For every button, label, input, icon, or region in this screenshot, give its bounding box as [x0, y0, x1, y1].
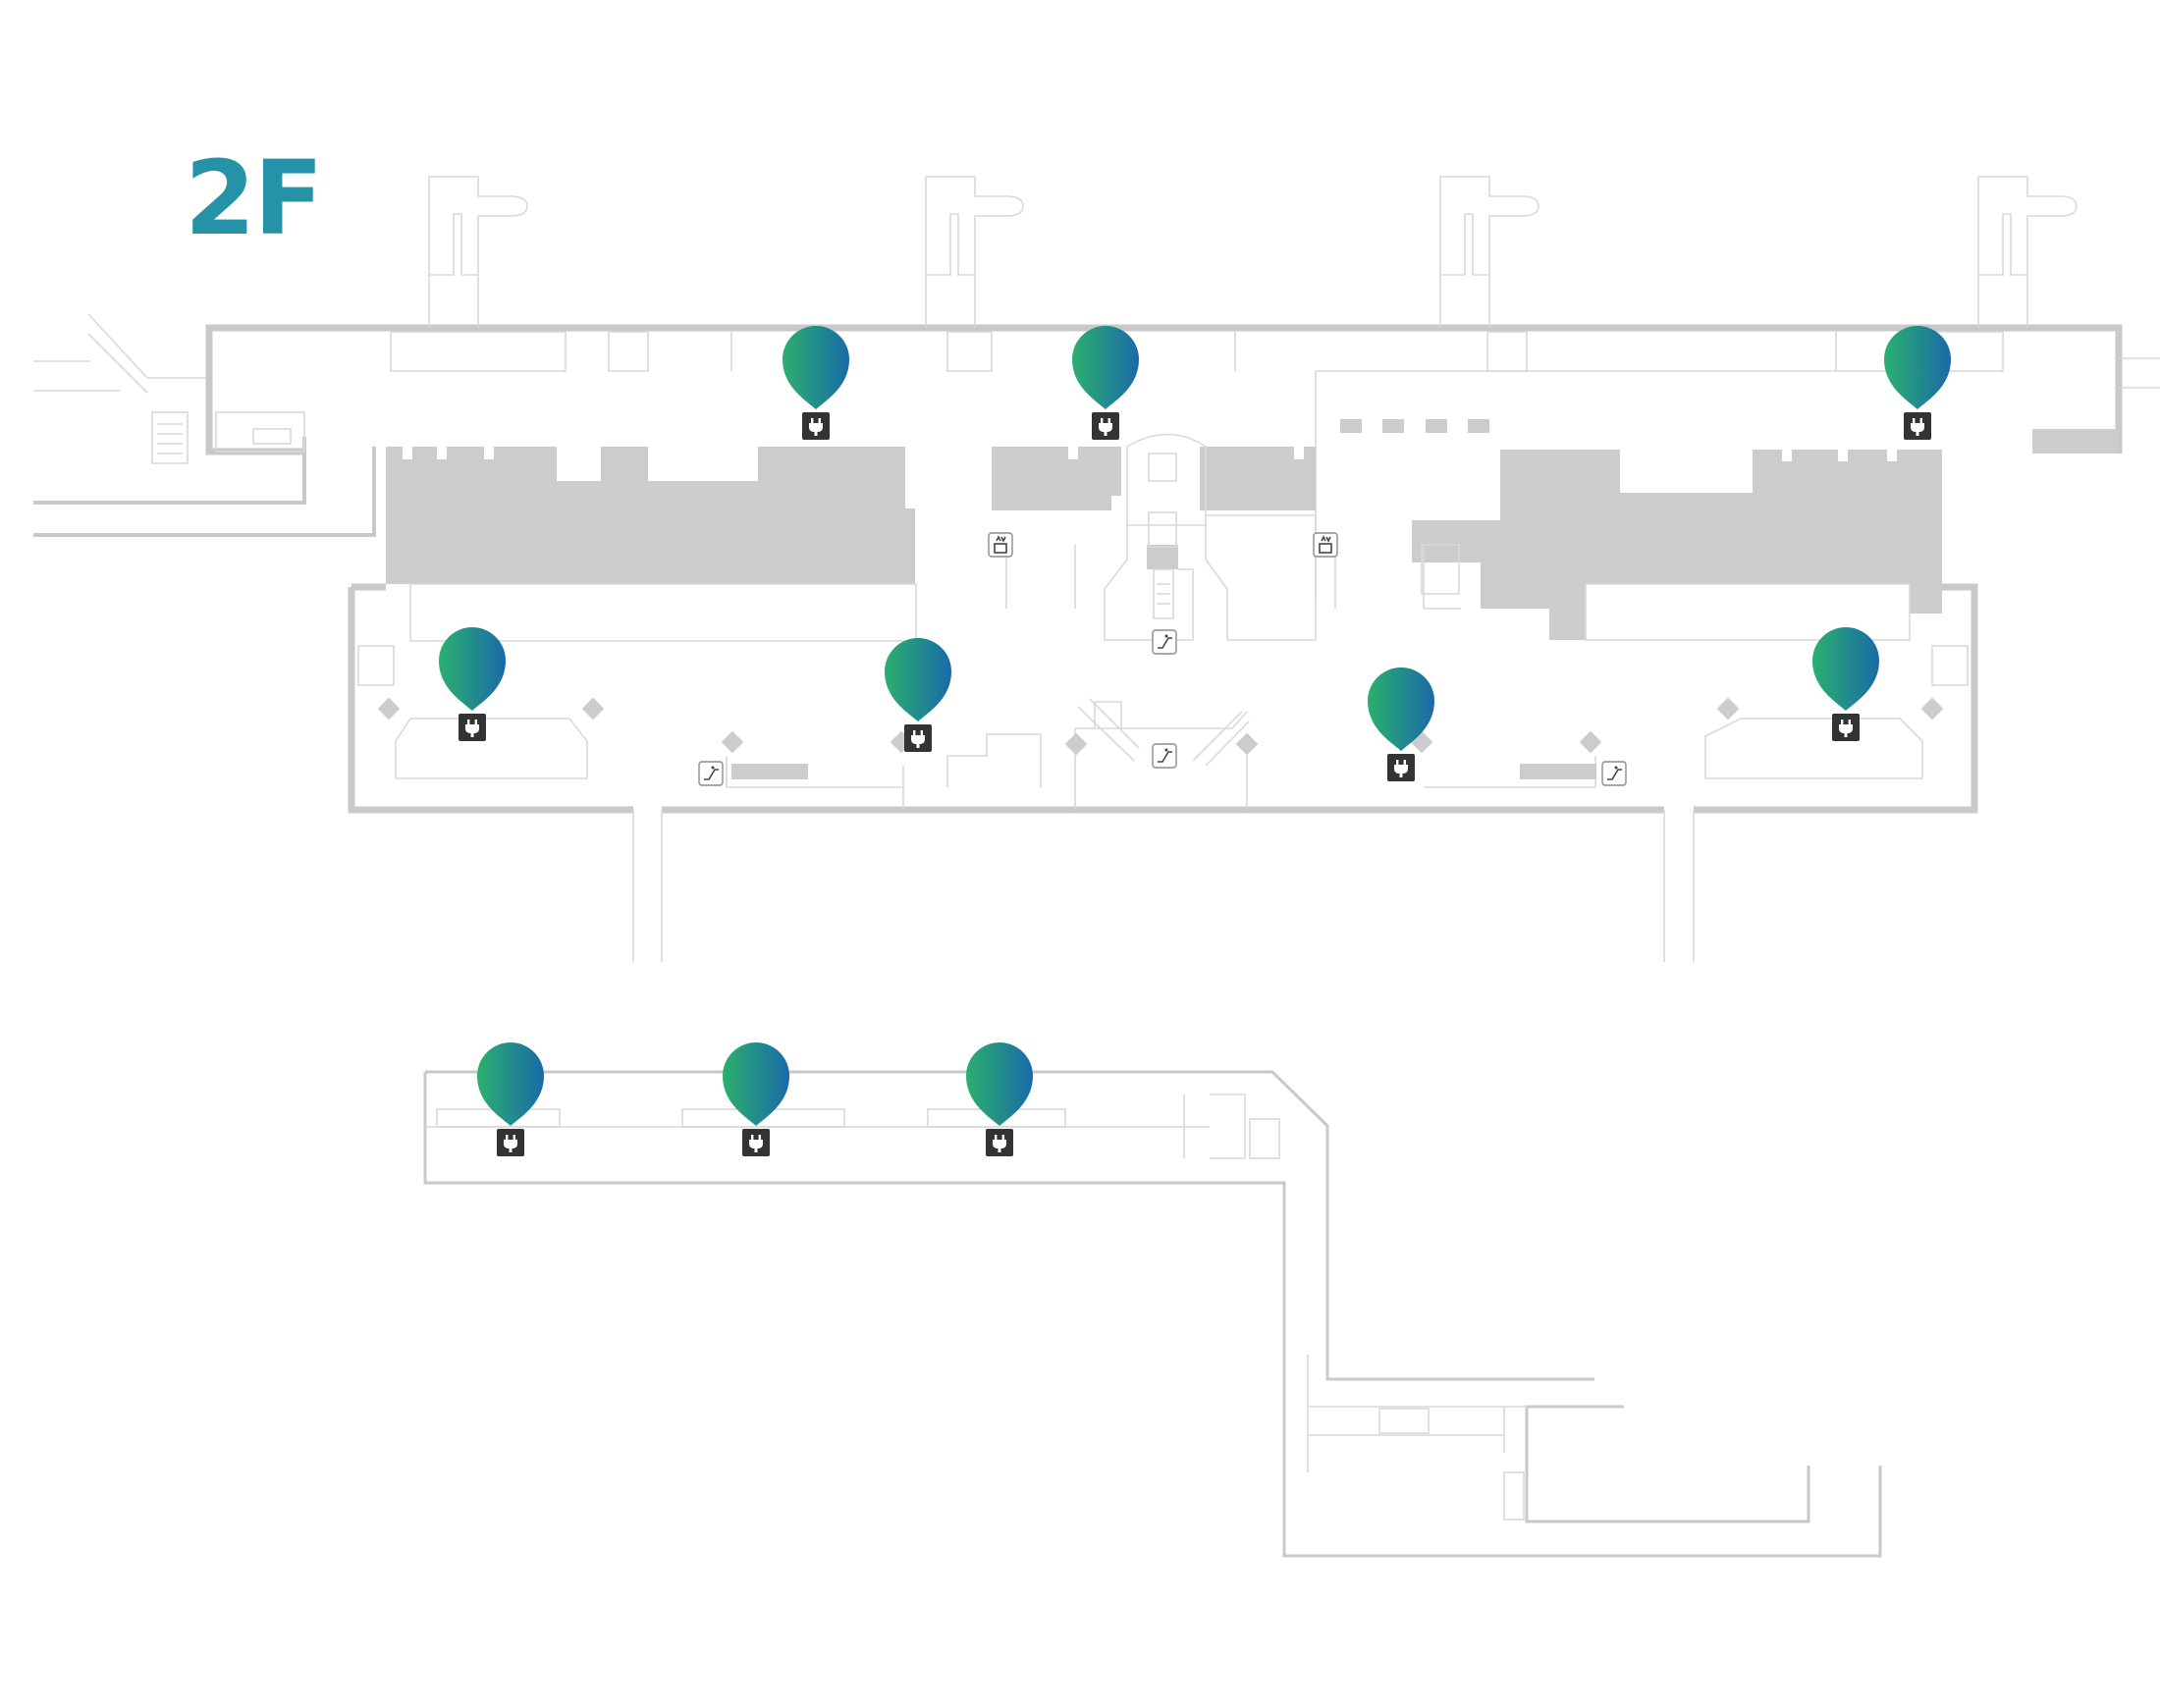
power-outlet-icon [459, 714, 486, 741]
power-outlet-marker[interactable] [1072, 326, 1139, 440]
power-outlet-icon [1904, 412, 1931, 440]
jet-bridges [428, 176, 2078, 328]
escalator-icon[interactable] [1152, 743, 1177, 769]
power-outlet-icon [802, 412, 830, 440]
power-outlet-icon [904, 724, 932, 752]
power-outlet-marker[interactable] [1368, 667, 1434, 781]
building-blocks [386, 419, 2119, 640]
power-outlet-marker[interactable] [885, 638, 951, 752]
power-outlet-marker[interactable] [477, 1042, 544, 1156]
power-outlet-marker[interactable] [966, 1042, 1033, 1156]
power-outlet-icon [1092, 412, 1119, 440]
power-outlet-marker[interactable] [1884, 326, 1951, 440]
facility-icons [698, 532, 1627, 786]
power-outlet-icon [742, 1129, 770, 1156]
satellite-pier [423, 1070, 1882, 1558]
escalator-icon[interactable] [698, 761, 724, 786]
map-pin-icon[interactable] [885, 638, 951, 721]
power-outlet-marker[interactable] [783, 326, 849, 440]
map-pin-icon[interactable] [966, 1042, 1033, 1126]
map-pin-icon[interactable] [723, 1042, 789, 1126]
connector-corridors [632, 810, 1695, 962]
elevator-icon[interactable] [988, 532, 1013, 558]
power-outlet-marker[interactable] [439, 627, 506, 741]
map-pin-icon[interactable] [1812, 627, 1879, 711]
map-pin-icon[interactable] [1368, 667, 1434, 751]
escalator-icon[interactable] [1152, 629, 1177, 655]
map-pin-icon[interactable] [439, 627, 506, 711]
map-pin-icon[interactable] [1884, 326, 1951, 409]
power-outlet-marker[interactable] [1812, 627, 1879, 741]
map-pin-icon[interactable] [783, 326, 849, 409]
power-outlet-icon [986, 1129, 1013, 1156]
map-pin-icon[interactable] [1072, 326, 1139, 409]
floor-label: 2F [185, 138, 323, 258]
elevator-icon[interactable] [1313, 532, 1338, 558]
power-outlet-icon [497, 1129, 524, 1156]
terminal-upper [33, 176, 2160, 814]
power-outlet-markers [439, 326, 1951, 1156]
power-outlet-icon [1387, 754, 1415, 781]
power-outlet-marker[interactable] [723, 1042, 789, 1156]
power-outlet-icon [1832, 714, 1860, 741]
map-pin-icon[interactable] [477, 1042, 544, 1126]
escalator-icon[interactable] [1601, 761, 1627, 786]
